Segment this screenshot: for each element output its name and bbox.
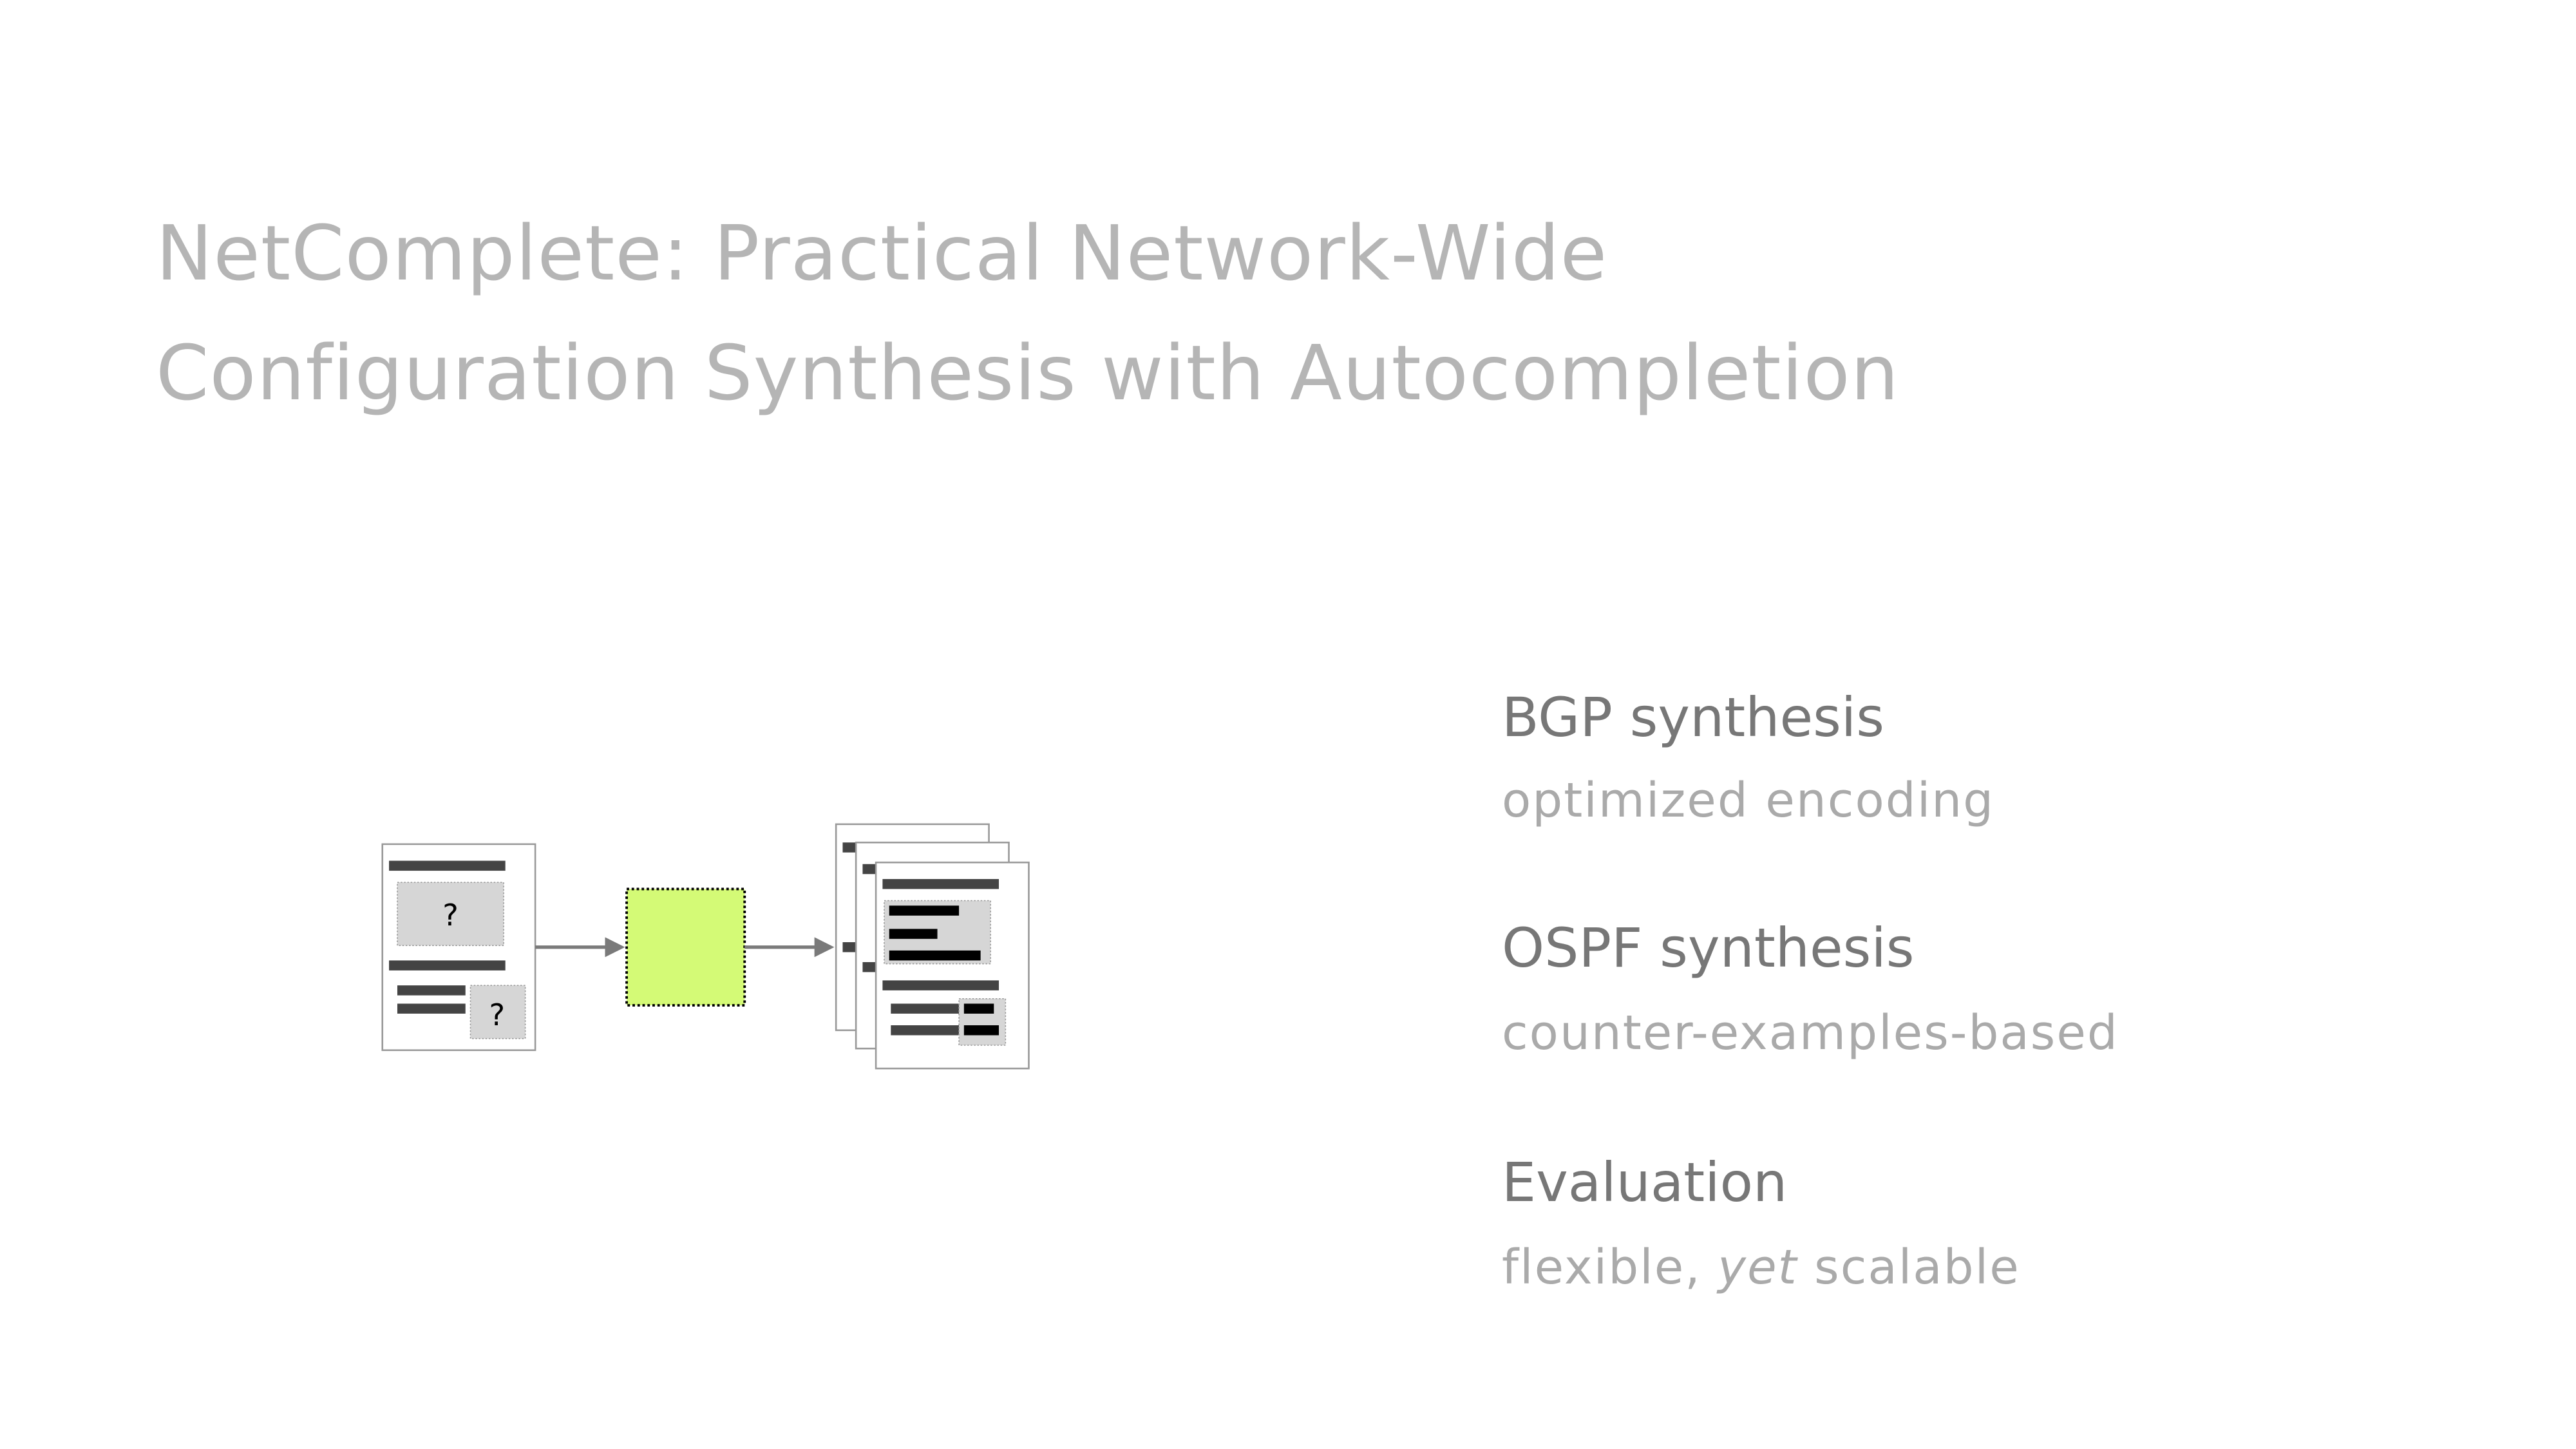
outline-heading-bgp: BGP synthesis bbox=[1502, 686, 1885, 749]
unknown-marker: ? bbox=[442, 898, 459, 933]
subtitle-part: scalable bbox=[1797, 1240, 2020, 1295]
subtitle-part: flexible, bbox=[1502, 1240, 1718, 1295]
title-line-2: Configuration Synthesis with Autocomplet… bbox=[156, 328, 1900, 417]
synthesizer-box bbox=[625, 887, 746, 1007]
outline-subtitle-bgp: optimized encoding bbox=[1502, 773, 1995, 828]
slide-title: NetComplete: Practical Network-Wide Conf… bbox=[156, 193, 1899, 433]
complete-config-documents bbox=[835, 823, 1030, 1070]
partial-config-document: ? ? bbox=[381, 843, 536, 1052]
title-line-1: NetComplete: Practical Network-Wide bbox=[156, 209, 1608, 298]
outline-heading-evaluation: Evaluation bbox=[1502, 1151, 1788, 1214]
outline-subtitle-evaluation: flexible, yet scalable bbox=[1502, 1240, 2020, 1295]
outline-heading-ospf: OSPF synthesis bbox=[1502, 916, 1915, 980]
subtitle-emphasis: yet bbox=[1718, 1240, 1798, 1295]
outline-subtitle-ospf: counter-examples-based bbox=[1502, 1005, 2119, 1061]
unknown-marker: ? bbox=[489, 998, 505, 1032]
